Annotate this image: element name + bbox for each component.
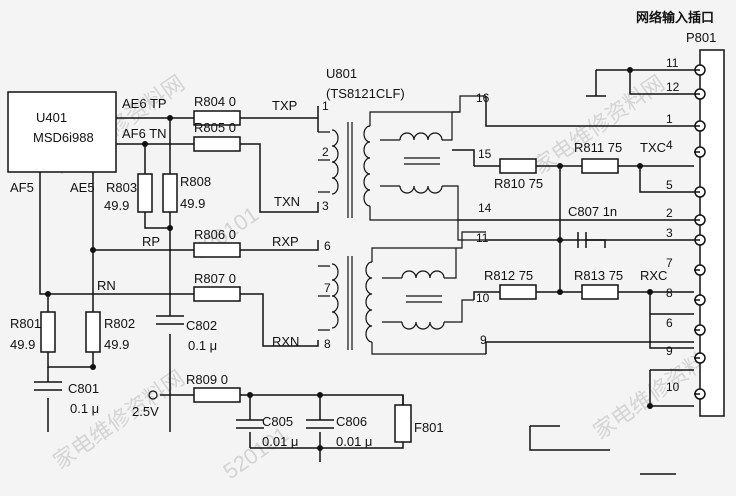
tf-pin-9: 9 (480, 333, 487, 347)
signal-rxc: RXC (640, 268, 667, 283)
connector-pin-label: 7 (666, 256, 673, 270)
r808-value: 49.9 (180, 196, 205, 211)
c805-label: C805 (262, 414, 293, 429)
r804-label: R804 0 (194, 94, 236, 109)
r809-label: R809 0 (186, 372, 228, 387)
tf-pin-3: 3 (322, 199, 329, 213)
c802-label: C802 (186, 318, 217, 333)
tf-pin-16: 16 (476, 91, 490, 105)
signal-txp: TXP (272, 98, 297, 113)
tf-pin-7: 7 (324, 281, 331, 295)
tf-pin-14: 14 (478, 201, 492, 215)
labels-left: AE6 TP AF6 TN R804 0 R805 0 TXP TXN R803… (10, 94, 444, 449)
signal-2v5: 2.5V (132, 404, 159, 419)
c805-value: 0.01 μ (262, 434, 298, 449)
r802-value: 49.9 (104, 337, 129, 352)
left-wires (39, 106, 404, 462)
capacitors-left (34, 315, 334, 429)
tf-pin-6: 6 (324, 239, 331, 253)
c807-label: C807 1n (568, 204, 617, 219)
r810-label: R810 75 (494, 176, 543, 191)
tf-pin-8: 8 (324, 337, 331, 351)
connector-pin-label: 8 (666, 286, 673, 300)
c806-label: C806 (336, 414, 367, 429)
r803-value: 49.9 (104, 198, 129, 213)
connector-ref: P801 (686, 30, 716, 45)
labels-right: R810 75 R811 75 TXC C807 1n R812 75 R813… (484, 140, 667, 283)
connector-pin-label: 5 (666, 178, 673, 192)
r808-label: R808 (180, 174, 211, 189)
r811-label: R811 75 (574, 140, 622, 155)
ic-part: MSD6i988 (33, 130, 94, 145)
r805-label: R805 0 (194, 120, 236, 135)
pin-ae5-label: AE5 (70, 180, 95, 195)
r806-label: R806 0 (194, 227, 236, 242)
transformer-part: (TS8121CLF) (326, 86, 405, 101)
tf-pin-10: 10 (476, 291, 490, 305)
connector-pin-label: 12 (666, 80, 680, 94)
f801-label: F801 (414, 420, 444, 435)
tf-pin-1: 1 (322, 99, 329, 113)
tf-pin-15: 15 (478, 147, 492, 161)
resistors-left (40, 110, 412, 443)
r803-label: R803 (106, 180, 137, 195)
r813-label: R813 75 (574, 268, 623, 283)
signal-txn: TXN (274, 194, 300, 209)
connector-pin-label: 6 (666, 316, 673, 330)
connector-title: 网络输入插口 (636, 10, 714, 25)
signal-txc: TXC (640, 140, 666, 155)
c802-value: 0.1 μ (188, 338, 217, 353)
tf-pin-11: 11 (476, 231, 489, 245)
r801-label: R801 (10, 316, 41, 331)
transformer-u801: U801 (TS8121CLF) 1 2 3 6 7 8 16 15 14 11… (318, 66, 492, 355)
signal-rxn: RXN (272, 334, 299, 349)
signal-af6-tn: AF6 TN (122, 126, 167, 141)
junctions-left (45, 115, 323, 451)
ic-ref: U401 (36, 110, 67, 125)
transformer-ref: U801 (326, 66, 357, 81)
signal-ae6-tp: AE6 TP (122, 96, 167, 111)
connector-pin-label: 4 (666, 138, 673, 152)
connector-pin-label: 9 (666, 344, 673, 358)
r812-label: R812 75 (484, 268, 533, 283)
tf-pin-2: 2 (322, 145, 329, 159)
signal-rxp: RXP (272, 234, 299, 249)
connector-pin-label: 10 (666, 380, 680, 394)
ic-u401: U401 MSD6i988 AF5 AE5 (7, 91, 117, 195)
connector-pin-label: 11 (666, 56, 679, 70)
c801-value: 0.1 μ (70, 401, 99, 416)
r801-value: 49.9 (10, 337, 35, 352)
signal-rn: RN (97, 278, 116, 293)
watermark-text: 520101 (219, 422, 293, 485)
connector-pins: 11 12 1 4 5 2 3 7 8 6 9 10 (666, 56, 706, 400)
r802-label: R802 (104, 316, 135, 331)
right-wires (452, 67, 694, 475)
connector-pin-label: 3 (666, 226, 673, 240)
c806-value: 0.01 μ (336, 434, 372, 449)
signal-rp: RP (142, 234, 160, 249)
c801-label: C801 (68, 381, 99, 396)
r807-label: R807 0 (194, 271, 236, 286)
pin-af5-label: AF5 (10, 180, 34, 195)
connector-p801: 网络输入插口 P801 11 12 1 4 5 2 3 7 8 6 9 10 (636, 10, 725, 417)
connector-pin-label: 2 (666, 206, 673, 220)
connector-pin-label: 1 (666, 112, 673, 126)
